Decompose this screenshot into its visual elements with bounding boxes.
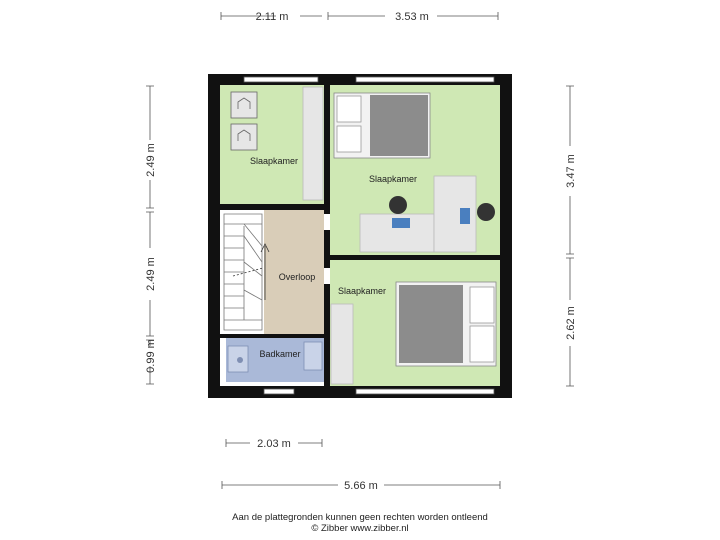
dimension-lines xyxy=(146,12,574,489)
dim-right-bottom: 2.62 m xyxy=(565,306,577,340)
landing-floor xyxy=(264,210,324,334)
room-landing: Overloop xyxy=(279,272,316,282)
room-bedroom-top-right: Slaapkamer xyxy=(369,174,417,184)
dim-top-left: 2.11 m xyxy=(256,11,289,23)
desks-top xyxy=(359,175,495,253)
dim-left-middle: 2.49 m xyxy=(145,257,157,291)
wardrobe-bottom xyxy=(330,303,354,385)
disclaimer-text: Aan de plattegronden kunnen geen rechten… xyxy=(232,512,488,523)
dim-left-top: 2.49 m xyxy=(145,143,157,177)
windows xyxy=(243,76,495,395)
dim-bottom-short: 2.03 m xyxy=(257,438,291,450)
dim-bottom-total: 5.66 m xyxy=(344,480,378,492)
bed-top xyxy=(333,92,431,159)
room-bedroom-top-left: Slaapkamer xyxy=(250,156,298,166)
wardrobe-top-left xyxy=(302,86,324,201)
staircase xyxy=(223,213,263,331)
dim-top-right: 3.53 m xyxy=(395,11,429,23)
dim-left-bottom: 0.99 m xyxy=(145,339,157,373)
bathroom-fixtures xyxy=(227,341,323,373)
room-bathroom: Badkamer xyxy=(259,349,300,359)
room-bedroom-bottom-right: Slaapkamer xyxy=(338,286,386,296)
copyright-text: © Zibber www.zibber.nl xyxy=(311,523,409,534)
wash-basins xyxy=(230,91,258,151)
dim-right-top: 3.47 m xyxy=(565,154,577,188)
stair-arrow xyxy=(232,243,270,300)
bed-bottom xyxy=(395,281,497,367)
